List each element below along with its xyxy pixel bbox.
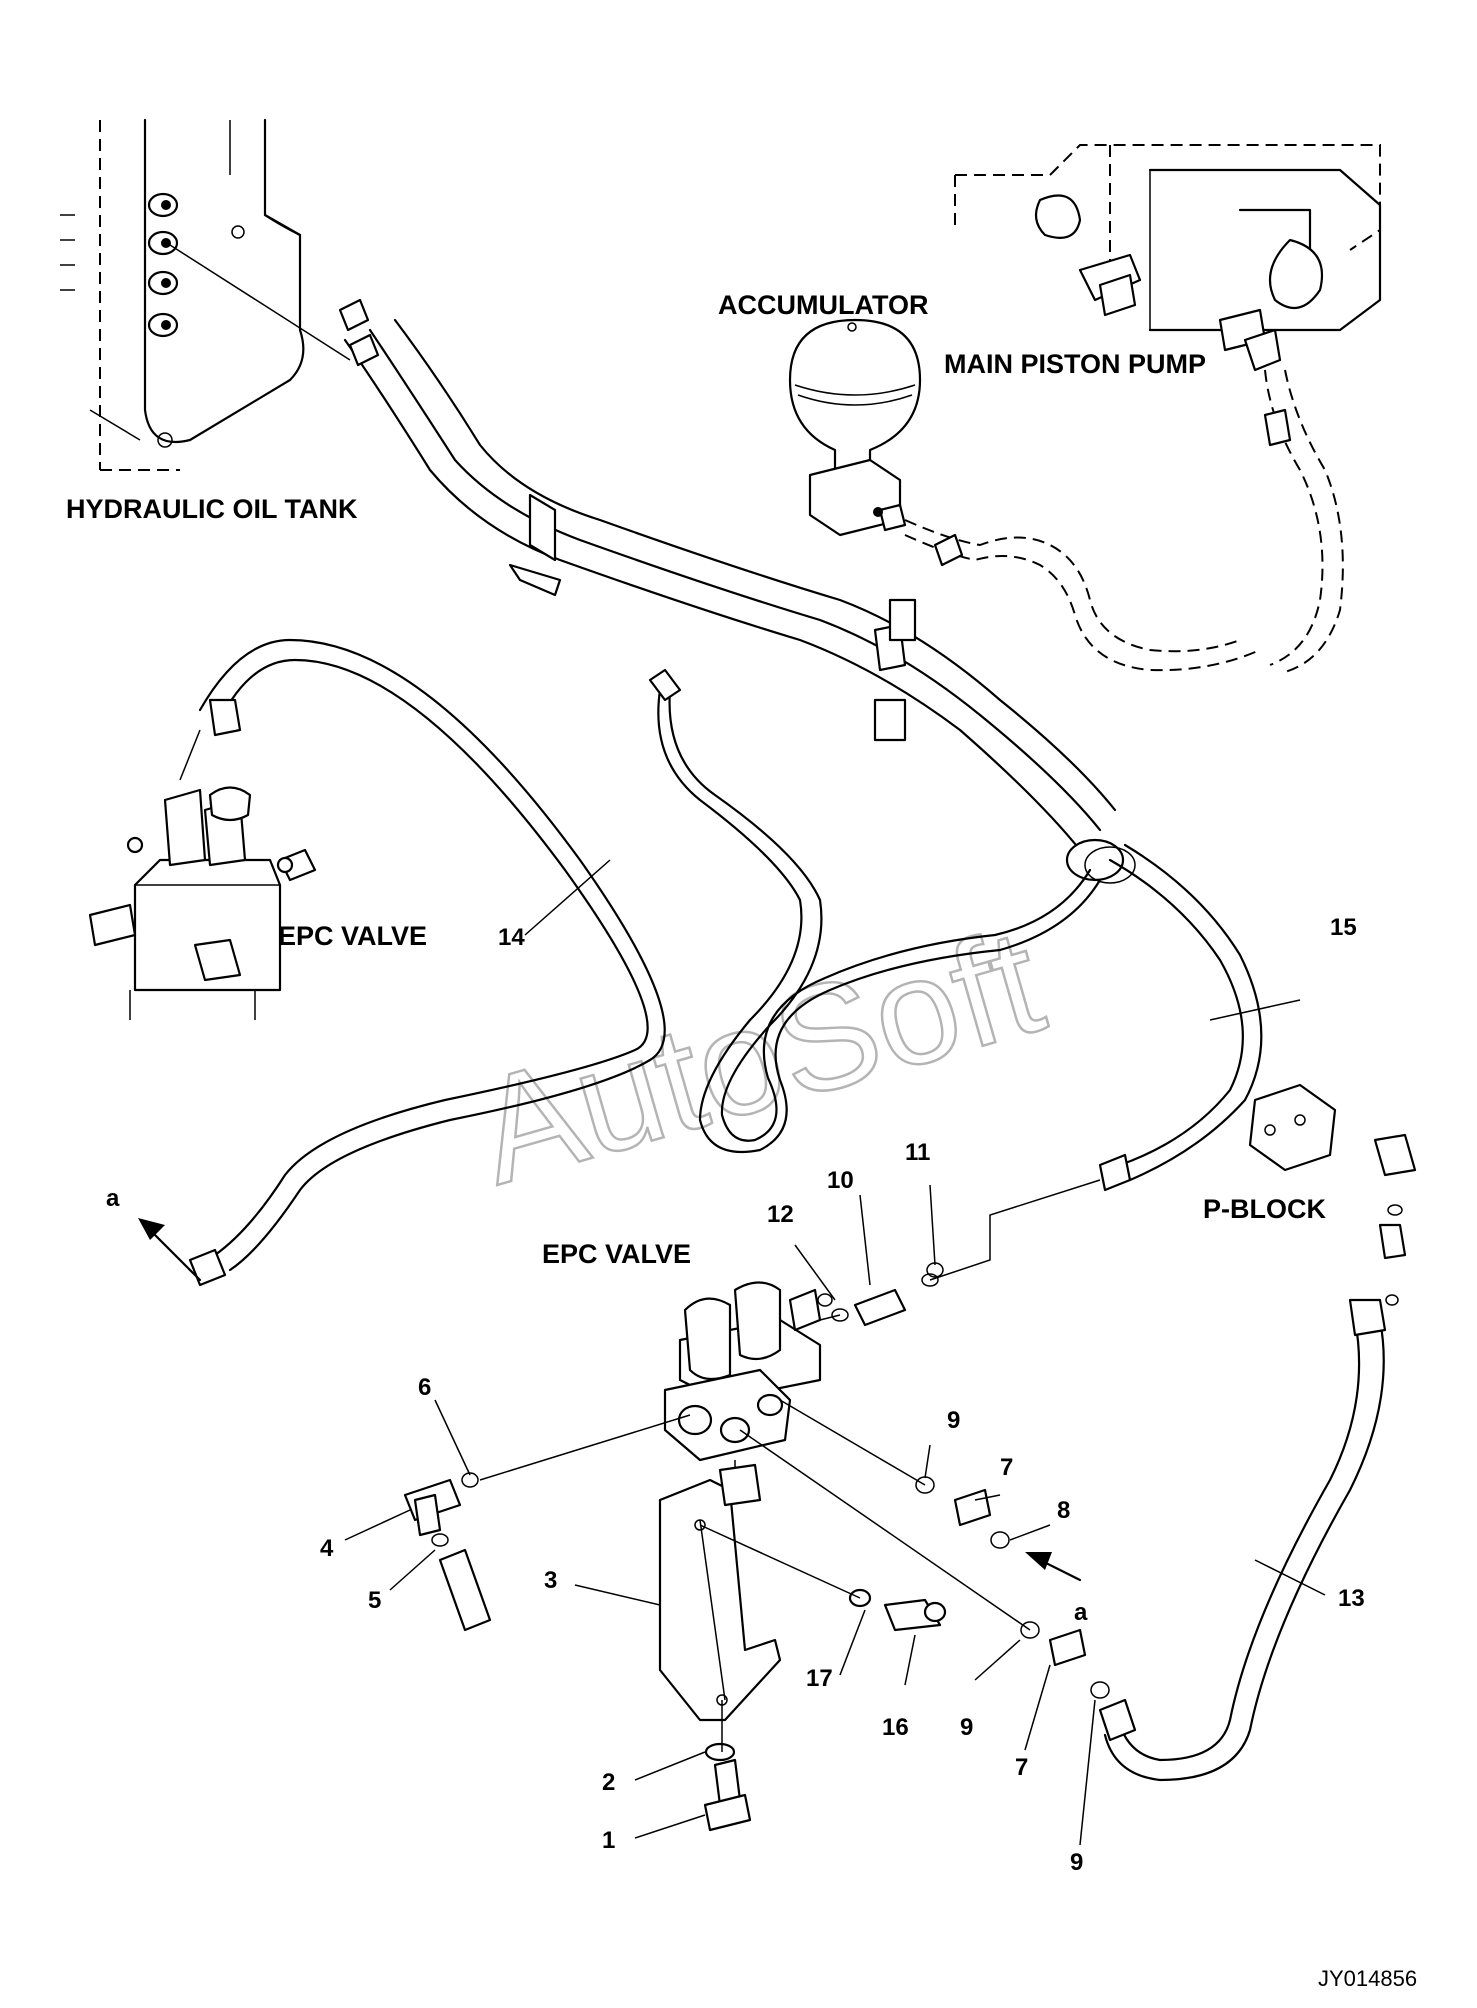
p-block-drawing — [1248, 1083, 1417, 1306]
callout-10: 10 — [827, 1167, 854, 1194]
watermark: AutoSoft — [459, 896, 1058, 1216]
label-hydraulic-oil-tank: HYDRAULIC OIL TANK — [66, 494, 358, 524]
label-epc-valve-upper: EPC VALVE — [278, 921, 427, 951]
callout-11: 11 — [905, 1139, 930, 1166]
lower-epc-valve-drawing — [663, 1281, 822, 1500]
label-p-block: P-BLOCK — [1203, 1194, 1326, 1224]
accumulator-drawing — [788, 318, 922, 537]
callout-12: 12 — [767, 1201, 794, 1228]
label-epc-valve-lower: EPC VALVE — [542, 1239, 691, 1269]
upper-epc-valve-drawing — [88, 786, 317, 1020]
hydraulic-oil-tank-drawing — [60, 118, 351, 471]
callout-8: 8 — [1057, 1497, 1070, 1524]
label-main-piston-pump: MAIN PISTON PUMP — [944, 349, 1206, 379]
callout-a-right: a — [1074, 1599, 1088, 1626]
callout-1: 1 — [602, 1827, 615, 1854]
callout-4: 4 — [320, 1535, 334, 1562]
label-accumulator: ACCUMULATOR — [718, 290, 928, 320]
callout-9a: 9 — [947, 1407, 960, 1434]
leader-lines — [344, 859, 1326, 1846]
hose-bundle — [338, 298, 1136, 884]
callout-14: 14 — [498, 924, 525, 951]
bracket-3 — [658, 1478, 782, 1722]
callout-5: 5 — [368, 1587, 381, 1614]
callout-15: 15 — [1330, 914, 1357, 941]
callout-16: 16 — [882, 1714, 909, 1741]
callout-a-left: a — [106, 1185, 120, 1212]
callout-6: 6 — [418, 1374, 431, 1401]
reference-code: JY014856 — [1318, 1966, 1417, 1991]
callout-17: 17 — [806, 1665, 833, 1692]
callout-2: 2 — [602, 1769, 615, 1796]
callout-9b: 9 — [960, 1714, 973, 1741]
callout-13: 13 — [1338, 1585, 1365, 1612]
callout-3: 3 — [544, 1567, 557, 1594]
main-piston-pump-drawing — [954, 144, 1382, 372]
callout-7b: 7 — [1015, 1754, 1028, 1781]
callout-9c: 9 — [1070, 1849, 1083, 1876]
callout-7a: 7 — [1000, 1454, 1013, 1481]
